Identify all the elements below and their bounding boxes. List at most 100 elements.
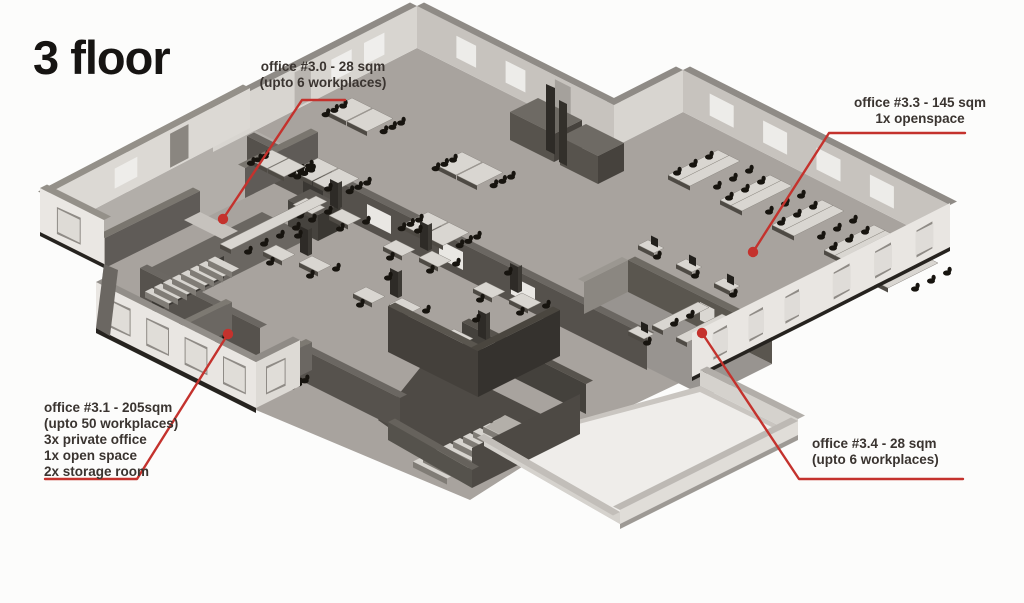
desk-side (824, 250, 835, 260)
chair-icon (326, 108, 331, 115)
chair-icon (947, 266, 952, 273)
window (915, 223, 934, 256)
pillar-icon (518, 265, 522, 293)
annotation-line: office #3.4 - 28 sqm (812, 436, 937, 451)
stairwell-wall (388, 306, 478, 397)
chair-icon (310, 269, 315, 276)
chair-icon (477, 230, 482, 237)
chair-icon (695, 269, 700, 276)
wall-cap (388, 302, 485, 351)
stair-step (413, 458, 454, 479)
chair-icon (915, 282, 920, 289)
window (367, 204, 391, 234)
desk-side (436, 165, 456, 180)
desk-side (783, 230, 794, 241)
desk-top (782, 205, 845, 237)
stairwell-wall (472, 394, 580, 488)
chair-icon (384, 125, 389, 132)
window (816, 147, 841, 182)
pillar-icon (428, 223, 432, 251)
chair-icon (328, 182, 333, 189)
chair-icon (733, 172, 738, 179)
chair-icon (392, 121, 397, 127)
desk-side (714, 283, 730, 296)
chair-icon (390, 251, 395, 258)
annotation-office-3-1: office #3.1 - 205sqm (upto 50 workplaces… (44, 400, 224, 480)
chair-icon (401, 116, 406, 123)
bl-partition (290, 343, 400, 430)
window (57, 209, 80, 243)
desk-top (637, 239, 665, 254)
room-box (560, 124, 624, 156)
desk-side (251, 160, 268, 173)
stair-riser (413, 461, 447, 485)
terrace-parapet (620, 421, 798, 524)
stair-riser (199, 264, 223, 283)
chair-icon (340, 222, 345, 229)
chair-icon (296, 221, 301, 228)
room-box (510, 112, 554, 162)
stair-riser (208, 260, 232, 278)
monitor-icon (689, 254, 696, 267)
room-box (560, 137, 598, 184)
annotation-line: 1x open space (44, 448, 138, 463)
chair-icon (745, 183, 750, 190)
chair-icon (336, 262, 341, 269)
desk-top (328, 208, 362, 226)
annotation-line: office #3.3 - 145 sqm (853, 95, 987, 110)
window (224, 358, 245, 393)
stairwell-parapet (388, 422, 472, 488)
chair-icon (426, 304, 431, 311)
desk-top (382, 239, 416, 257)
chair-icon (419, 213, 424, 220)
chair-icon (781, 216, 786, 223)
desk-top (627, 325, 655, 340)
desk-side (313, 181, 333, 196)
desk-top (456, 162, 504, 186)
chair-icon (402, 222, 407, 229)
chair-icon (797, 208, 802, 215)
chair-icon (298, 229, 303, 236)
chair-icon (305, 374, 310, 381)
chair-icon (410, 218, 415, 224)
window (294, 64, 311, 109)
r34-side-wall (584, 260, 628, 314)
leader-line-office-3-4 (700, 331, 965, 481)
window (108, 300, 130, 335)
desk-side (457, 175, 477, 190)
desk-top (675, 258, 703, 273)
chair-icon (508, 266, 513, 273)
leader-line-office-3-3 (751, 131, 967, 254)
pillar-icon (546, 84, 555, 155)
window (331, 49, 352, 82)
chair-icon (709, 150, 714, 157)
chair-icon (388, 271, 393, 278)
chair-icon (769, 205, 774, 212)
chair-icon (657, 250, 662, 257)
desk-top (267, 158, 306, 178)
chair-icon (693, 158, 698, 165)
annotation-line: 1x openspace (875, 111, 965, 126)
window (185, 338, 207, 374)
stair-riser (145, 291, 169, 310)
desk-side (628, 331, 644, 344)
w1-partition-b (105, 191, 200, 268)
window (267, 359, 285, 393)
stair-riser (190, 269, 214, 287)
desk-side (720, 200, 731, 210)
desk-side (220, 244, 231, 254)
connector-wall (96, 264, 118, 336)
chair-icon (280, 229, 285, 236)
chair-icon (520, 306, 525, 313)
monitor-icon (651, 235, 658, 248)
pillar-icon (486, 312, 490, 340)
wall-cap (607, 66, 683, 105)
wall-cap (249, 336, 300, 362)
wall-cap (290, 339, 407, 398)
wall-cap (40, 184, 111, 220)
wall-shadow (812, 247, 950, 321)
pillar-icon (398, 270, 402, 298)
chair-icon (334, 104, 339, 110)
